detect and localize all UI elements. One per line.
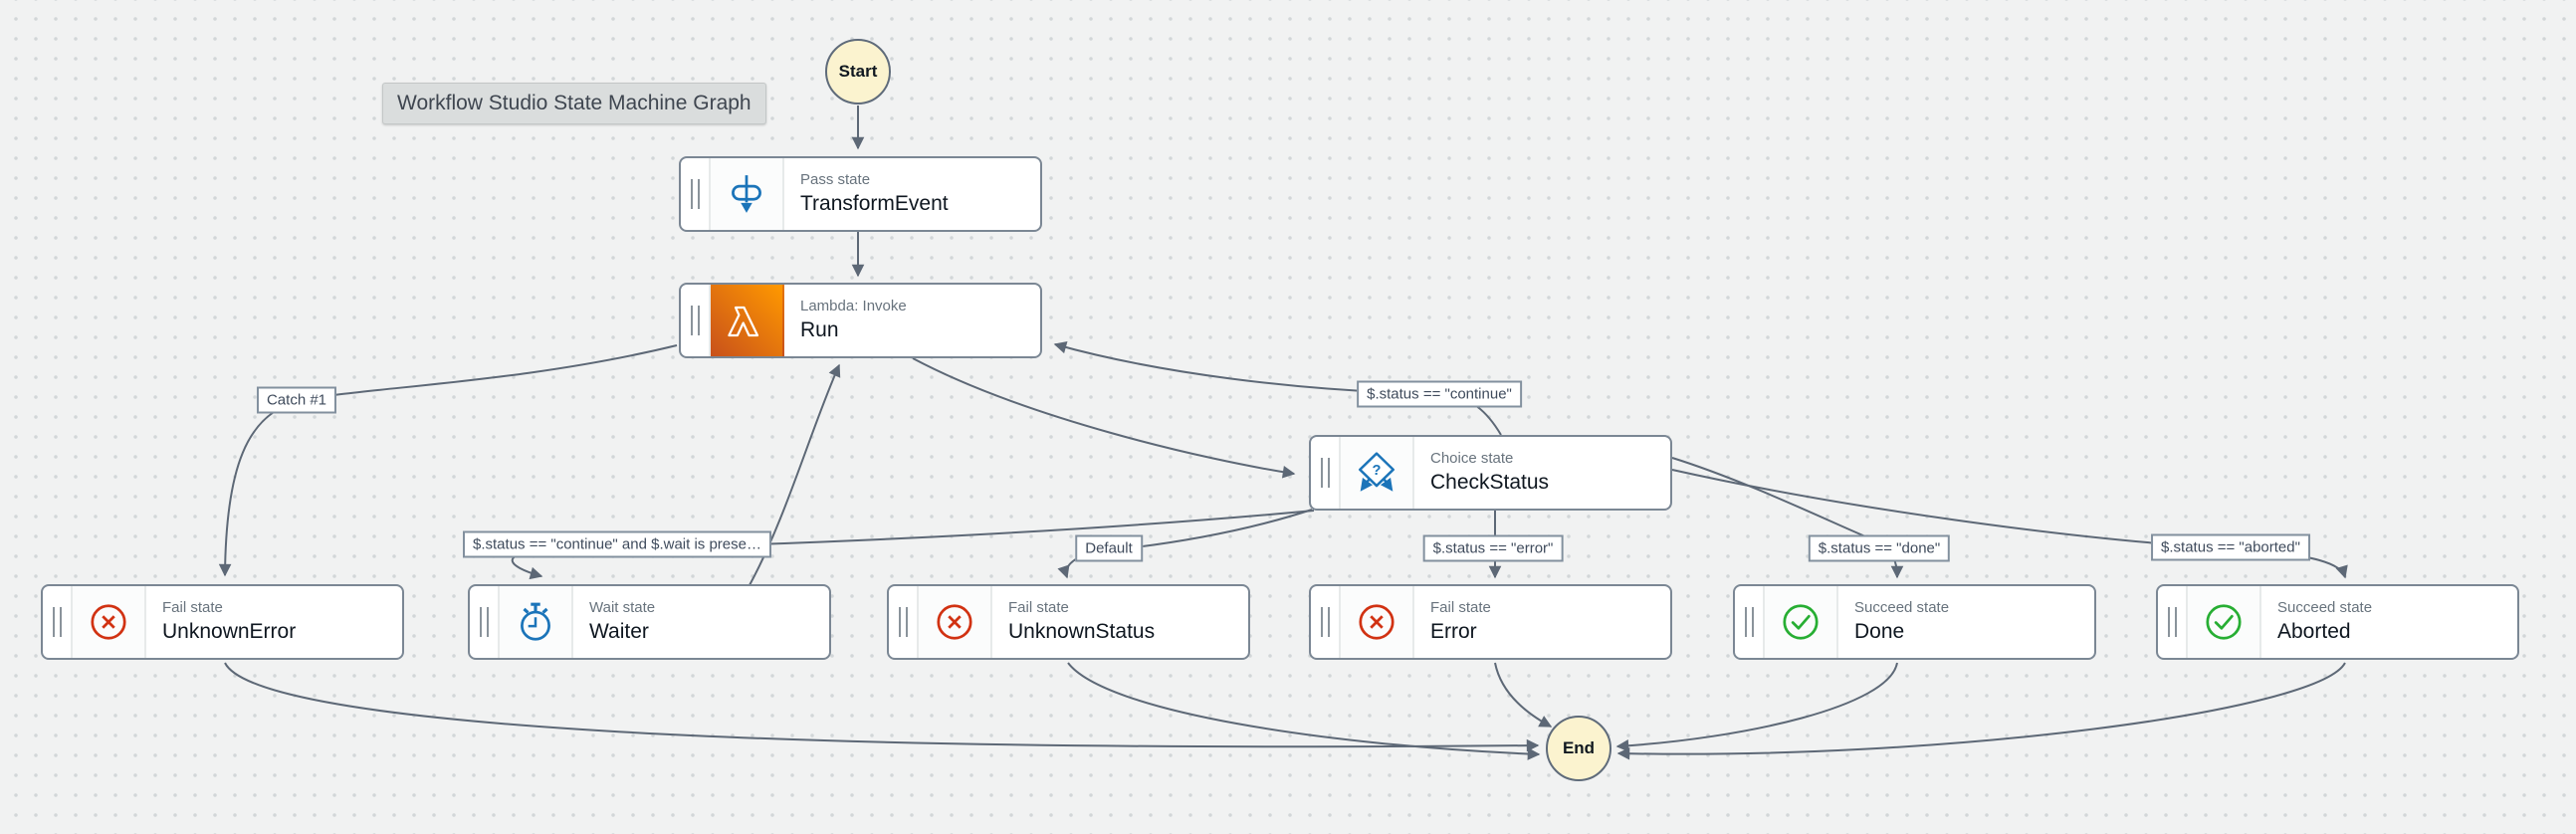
state-node-done[interactable]: Succeed state Done — [1733, 584, 2096, 660]
svg-text:?: ? — [1373, 463, 1382, 479]
state-type-label: Fail state — [1008, 599, 1069, 616]
edge-unknownerror-end — [224, 662, 1540, 752]
state-name: Aborted — [2277, 620, 2351, 643]
state-node-unknownerror[interactable]: Fail state UnknownError — [41, 584, 404, 660]
canvas-tooltip: Workflow Studio State Machine Graph — [382, 83, 766, 124]
state-name: UnknownStatus — [1008, 620, 1156, 643]
drag-handle-icon[interactable] — [2158, 586, 2188, 658]
drag-handle-icon[interactable] — [889, 586, 919, 658]
state-node-transformevent[interactable]: Pass state TransformEvent — [679, 156, 1042, 232]
state-node-aborted[interactable]: Succeed state Aborted — [2156, 584, 2519, 660]
state-type-label: Choice state — [1430, 450, 1514, 467]
edge-unknownstatus-end — [1067, 662, 1541, 760]
edge-error-end — [1494, 662, 1553, 728]
drag-handle-icon[interactable] — [1311, 437, 1341, 509]
drag-handle-icon[interactable] — [681, 158, 711, 230]
state-type-label: Lambda: Invoke — [800, 298, 907, 314]
state-type-label: Pass state — [800, 171, 871, 188]
state-name: Waiter — [589, 620, 649, 643]
edge-label-status-aborted: $.status == "aborted" — [2151, 533, 2310, 561]
state-type-label: Fail state — [162, 599, 223, 616]
end-node: End — [1546, 716, 1611, 781]
edge-label-default: Default — [1075, 534, 1143, 562]
state-type-label: Fail state — [1430, 599, 1491, 616]
pass-icon — [711, 158, 784, 230]
edge-run-checkstatus — [912, 357, 1296, 479]
state-name: Run — [800, 318, 839, 341]
edge-label-status-error: $.status == "error" — [1422, 534, 1564, 562]
edge-label-continue-and-wait: $.status == "continue" and $.wait is pre… — [463, 530, 771, 558]
drag-handle-icon[interactable] — [1311, 586, 1341, 658]
end-node-label: End — [1562, 738, 1596, 757]
state-name: Done — [1854, 620, 1905, 643]
state-name: TransformEvent — [800, 192, 949, 215]
fail-icon — [1341, 586, 1414, 658]
state-node-unknownstatus[interactable]: Fail state UnknownStatus — [887, 584, 1250, 660]
state-node-waiter[interactable]: Wait state Waiter — [468, 584, 831, 660]
edge-waiter-run — [749, 363, 841, 586]
edge-done-end — [1615, 662, 1898, 752]
state-name: UnknownError — [162, 620, 297, 643]
fail-icon — [73, 586, 146, 658]
edge-label-status-done: $.status == "done" — [1808, 534, 1951, 562]
drag-handle-icon[interactable] — [1735, 586, 1765, 658]
lambda-icon — [711, 285, 784, 356]
edge-checkstatus-run-continue — [1053, 340, 1502, 436]
edge-aborted-end — [1616, 662, 2346, 760]
start-node-label: Start — [838, 62, 878, 81]
drag-handle-icon[interactable] — [470, 586, 500, 658]
state-node-error[interactable]: Fail state Error — [1309, 584, 1672, 660]
state-name: CheckStatus — [1430, 471, 1550, 494]
drag-handle-icon[interactable] — [43, 586, 73, 658]
fail-icon — [919, 586, 992, 658]
state-type-label: Succeed state — [1854, 599, 1950, 616]
edge-checkstatus-aborted — [1671, 469, 2348, 579]
succeed-icon — [2188, 586, 2261, 658]
state-name: Error — [1430, 620, 1477, 643]
state-node-run[interactable]: Lambda: Invoke Run — [679, 283, 1042, 358]
edge-label-catch-1: Catch #1 — [256, 386, 337, 414]
state-type-label: Succeed state — [2277, 599, 2373, 616]
state-node-checkstatus[interactable]: ? Choice state CheckStatus — [1309, 435, 1672, 511]
state-type-label: Wait state — [589, 599, 656, 616]
wait-icon — [500, 586, 573, 658]
succeed-icon — [1765, 586, 1838, 658]
start-node: Start — [825, 39, 891, 104]
choice-icon: ? — [1341, 437, 1414, 509]
drag-handle-icon[interactable] — [681, 285, 711, 356]
edge-label-status-continue: $.status == "continue" — [1357, 380, 1522, 408]
